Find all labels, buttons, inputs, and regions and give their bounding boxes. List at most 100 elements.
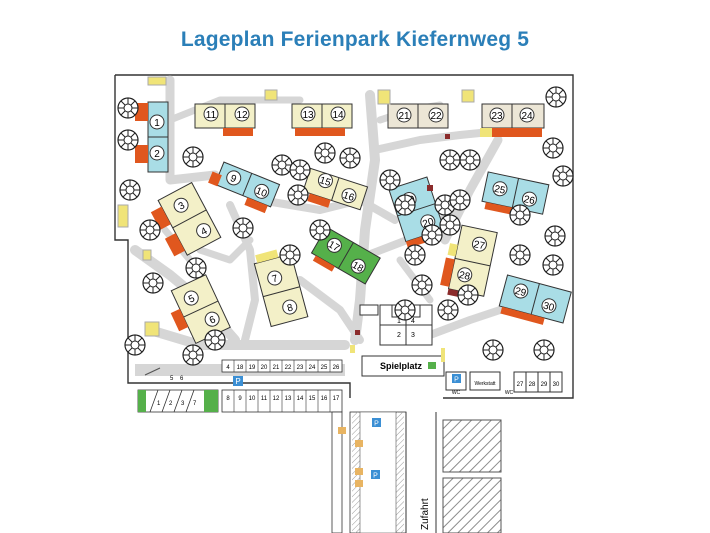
parking-stall-label: 26 — [333, 365, 340, 371]
parking-right: 27 28 29 30 — [513, 371, 563, 393]
tree-icon — [533, 339, 555, 361]
parking-stall-label: 24 — [309, 365, 316, 371]
house-number-23: 23 — [491, 111, 503, 122]
house-number-22: 22 — [430, 111, 442, 122]
tree-icon — [394, 299, 416, 321]
tree-icon — [545, 86, 567, 108]
house-15-16: 15 16 — [302, 167, 369, 211]
house-11-12: 11 12 — [194, 89, 278, 136]
parking-left: 1 2 3 7 5 6 — [137, 367, 219, 413]
tree-icon — [289, 159, 311, 181]
parking-left-3: 3 — [181, 401, 185, 407]
tree-icon — [232, 217, 254, 239]
house-number-13: 13 — [302, 110, 314, 121]
tree-icon — [185, 257, 207, 279]
house-number-10: 10 — [254, 186, 269, 201]
tree-icon — [544, 225, 566, 247]
parking-spot-27: 27 — [517, 382, 524, 388]
parking-stall-label: 14 — [297, 396, 304, 402]
house-number-27: 27 — [473, 239, 487, 252]
tree-icon — [439, 214, 461, 236]
parking-sign-access-2: P — [373, 473, 378, 480]
house-number-1: 1 — [154, 118, 160, 129]
tree-icon — [309, 219, 331, 241]
playground-label: Spielplatz — [380, 361, 423, 371]
house-27-28: 27 28 — [440, 224, 498, 299]
house-number-2: 2 — [154, 149, 160, 160]
house-3-4: 3 4 — [150, 181, 222, 257]
parking-spot-29: 29 — [541, 382, 548, 388]
parking-stall-label: 8 — [226, 396, 230, 402]
parking-stall-label: 20 — [261, 365, 268, 371]
house-number-24: 24 — [521, 111, 533, 122]
service-number-2: 2 — [397, 332, 401, 339]
house-21-22: 21 22 — [377, 89, 450, 139]
parking-stall-label: 21 — [273, 365, 280, 371]
access-road: P P Zufahrt — [331, 411, 437, 533]
parking-stall-label: 9 — [238, 396, 242, 402]
house-number-28: 28 — [458, 270, 472, 283]
parking-sign-workshop: P — [454, 377, 459, 384]
parking-stall-label: 18 — [237, 365, 244, 371]
parking-stall-label: 19 — [249, 365, 256, 371]
neighbour-plot-2 — [442, 477, 502, 533]
tree-icon — [542, 254, 564, 276]
house-9-10: 9 10 — [208, 161, 281, 214]
tree-icon — [394, 194, 416, 216]
tree-icon — [437, 299, 459, 321]
parking-stall-label: 17 — [333, 396, 340, 402]
parking-lower-row: 8 9 10 11 12 13 14 15 16 17 — [221, 389, 343, 413]
house-number-25: 25 — [493, 184, 507, 197]
parking-small-5: 5 — [170, 376, 174, 382]
playground: Spielplatz — [350, 345, 445, 377]
house-1-2: 1 2 — [135, 101, 169, 173]
tree-icon — [279, 244, 301, 266]
house-number-3: 3 — [177, 200, 187, 213]
house-7-8: 7 8 — [253, 249, 309, 328]
parking-spot-30: 30 — [553, 382, 560, 388]
service-number-3: 3 — [411, 332, 415, 339]
house-number-6: 6 — [208, 314, 218, 327]
tree-icon — [457, 284, 479, 306]
parking-stall-label: 15 — [309, 396, 316, 402]
house-17-18: 17 18 — [310, 226, 381, 285]
parking-left-2: 2 — [169, 401, 173, 407]
tree-icon — [509, 244, 531, 266]
parking-left-1: 1 — [157, 401, 161, 407]
tree-icon — [449, 189, 471, 211]
parking-stall-label: 12 — [273, 396, 280, 402]
tree-icon — [339, 147, 361, 169]
house-number-4: 4 — [199, 226, 209, 239]
parking-stall-label: 13 — [285, 396, 292, 402]
service-number-4: 4 — [411, 318, 415, 325]
house-number-5: 5 — [187, 293, 197, 306]
house-number-8: 8 — [286, 302, 295, 314]
parking-stall-label: 25 — [321, 365, 328, 371]
parking-spot-28: 28 — [529, 382, 536, 388]
tree-icon — [552, 165, 574, 187]
parking-small-6: 6 — [180, 376, 184, 382]
house-13-14: 13 14 — [291, 103, 353, 136]
tree-icon — [182, 146, 204, 168]
house-number-7: 7 — [271, 273, 280, 285]
house-23-24: 23 24 — [461, 89, 545, 137]
house-5-6: 5 6 — [170, 274, 231, 345]
parking-stall-label: 10 — [249, 396, 256, 402]
house-29-30: 29 30 — [498, 274, 572, 325]
tree-icon — [439, 149, 461, 171]
parking-stall-label: 16 — [321, 396, 328, 402]
tree-icon — [117, 97, 139, 119]
tree-icon — [542, 137, 564, 159]
tree-icon — [482, 339, 504, 361]
parking-stall-label: 4 — [226, 365, 230, 371]
service-number-1: 1 — [397, 318, 401, 325]
wc-label-right: WC — [505, 390, 514, 396]
tree-icon — [314, 142, 336, 164]
house-number-30: 30 — [542, 301, 556, 315]
house-number-11: 11 — [206, 110, 217, 121]
parking-stall-label: 11 — [261, 396, 268, 402]
tree-icon — [287, 184, 309, 206]
tree-icon — [404, 244, 426, 266]
access-road-label: Zufahrt — [420, 498, 431, 530]
